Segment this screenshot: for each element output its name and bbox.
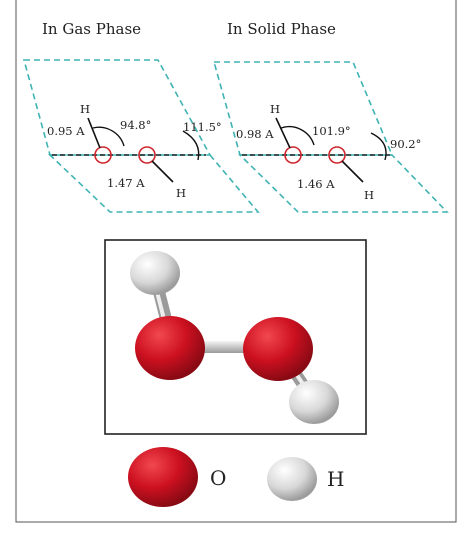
ball-and-stick-model	[104, 239, 367, 435]
solid-oh-length: 0.98 A	[236, 127, 274, 141]
gas-dihedral-angle: 111.5°	[183, 120, 222, 134]
gas-oh-bond-upper	[87, 117, 101, 149]
gas-oh-length: 0.95 A	[47, 124, 85, 138]
gas-phase-title: In Gas Phase	[42, 20, 141, 38]
model-oxygen-left	[135, 316, 205, 380]
legend-oxygen-swatch	[128, 447, 198, 507]
solid-hoo-angle: 101.9°	[312, 124, 351, 138]
solid-dihedral-angle: 90.2°	[390, 137, 421, 151]
legend-hydrogen-label: H	[327, 467, 344, 491]
gas-hydrogen-label: H	[80, 102, 90, 116]
solid-oxygen-1	[284, 146, 302, 164]
solid-oh-bond-lower	[341, 160, 364, 183]
gas-oxygen-1	[94, 146, 112, 164]
solid-hydrogen-label-2: H	[364, 188, 374, 202]
gas-oxygen-2	[138, 146, 156, 164]
solid-oo-length: 1.46 A	[297, 177, 335, 191]
gas-oo-length: 1.47 A	[107, 176, 145, 190]
gas-oh-bond-lower	[151, 160, 174, 183]
gas-upper-plane	[22, 59, 212, 156]
gas-angle-arc	[92, 126, 125, 147]
solid-upper-plane	[212, 61, 394, 156]
gas-dihedral-arc	[182, 130, 200, 161]
model-hydrogen-left	[130, 251, 180, 295]
legend-oxygen-label: O	[210, 466, 226, 490]
legend: O H	[128, 447, 344, 507]
gas-hydrogen-label-2: H	[176, 186, 186, 200]
outer-frame	[15, 0, 457, 523]
solid-oxygen-2	[328, 146, 346, 164]
gas-hoo-angle: 94.8°	[120, 118, 151, 132]
legend-hydrogen-swatch	[267, 457, 317, 501]
model-oo-bond	[195, 341, 255, 353]
gas-lower-plane	[47, 154, 260, 213]
gas-phase-panel: In Gas Phase H 0.95 A 94.8° 111.5° 1.47 …	[22, 20, 260, 213]
solid-phase-title: In Solid Phase	[227, 20, 336, 38]
model-hydrogen-right	[289, 380, 339, 424]
solid-oh-bond-upper	[275, 117, 291, 149]
solid-dihedral-arc	[370, 132, 387, 161]
model-oxygen-right	[243, 317, 313, 381]
solid-hydrogen-label: H	[270, 102, 280, 116]
solid-phase-panel: In Solid Phase H 0.98 A 101.9° 90.2° 1.4…	[212, 20, 449, 213]
solid-angle-arc	[280, 125, 315, 146]
